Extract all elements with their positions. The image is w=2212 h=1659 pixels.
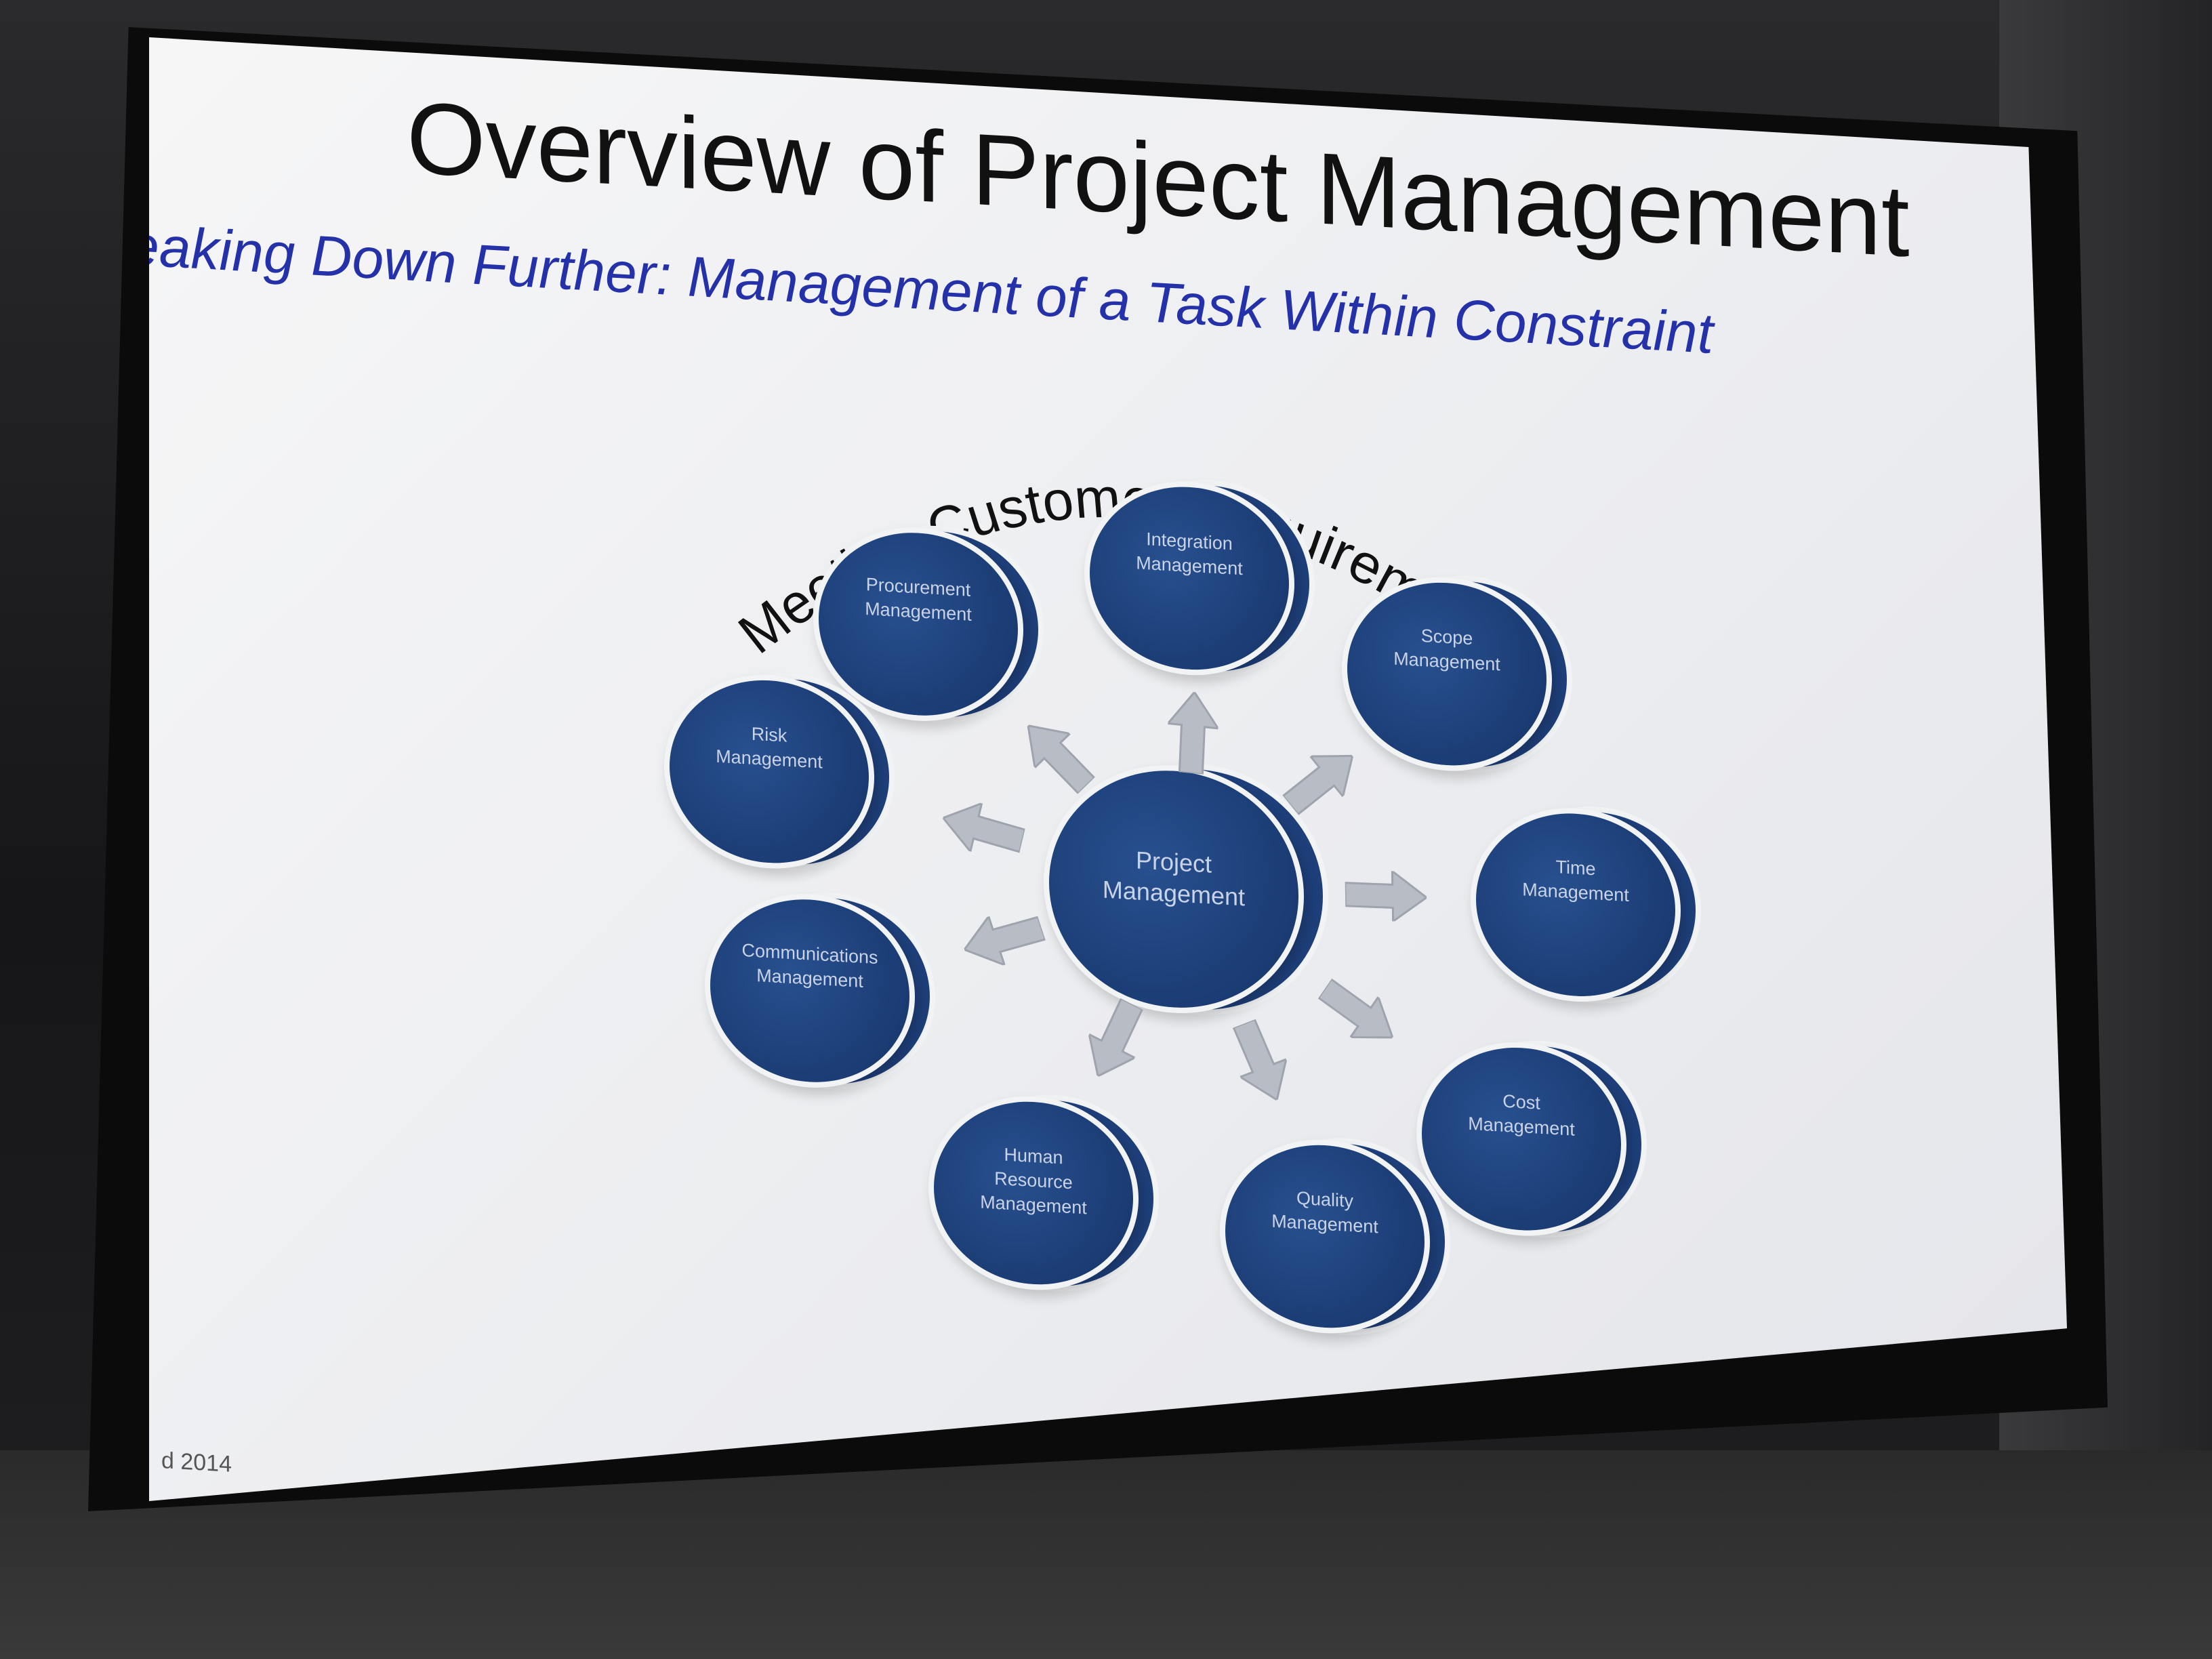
node-communications: Communications Management — [705, 882, 935, 1098]
node-human-resource: Human Resource Management — [928, 1084, 1159, 1300]
arrow-to-human-resource — [1088, 997, 1144, 1078]
arrow-to-time — [1345, 869, 1427, 923]
arrow-to-scope — [1282, 754, 1354, 816]
arrow-to-integration — [1166, 690, 1220, 776]
knowledge-area-diagram: Project Management Procurement Management… — [149, 37, 2067, 1341]
node-scope-label: Scope Management — [1393, 625, 1500, 675]
node-communications-label: Communications Management — [741, 939, 878, 991]
node-human-resource-label: Human Resource Management — [980, 1144, 1087, 1218]
node-time: Time Management — [1471, 796, 1701, 1012]
node-integration-label: Integration Management — [1136, 529, 1243, 579]
arrow-to-communications — [962, 914, 1047, 967]
arrow-to-procurement — [1027, 724, 1096, 795]
arrow-to-quality — [1232, 1018, 1288, 1102]
node-time-label: Time Management — [1522, 857, 1629, 906]
node-risk: Risk Management — [664, 662, 895, 878]
slide-footer: d 2014 — [161, 1448, 232, 1477]
node-quality: Quality Management — [1220, 1127, 1450, 1343]
node-integration: Integration Management — [1084, 469, 1315, 685]
arrow-to-risk — [941, 801, 1027, 854]
node-quality-label: Quality Management — [1271, 1187, 1378, 1237]
slide: Overview of Project Management reaking D… — [149, 37, 2067, 1501]
projector-screen: Overview of Project Management reaking D… — [149, 37, 2067, 1501]
arrow-to-cost — [1317, 978, 1395, 1039]
node-cost-label: Cost Management — [1468, 1090, 1575, 1140]
node-scope: Scope Management — [1342, 565, 1572, 781]
node-procurement-label: Procurement Management — [865, 574, 972, 625]
node-risk-label: Risk Management — [716, 723, 823, 773]
node-cost: Cost Management — [1416, 1030, 1647, 1246]
center-node-project-management-label: Project Management — [1102, 846, 1246, 912]
